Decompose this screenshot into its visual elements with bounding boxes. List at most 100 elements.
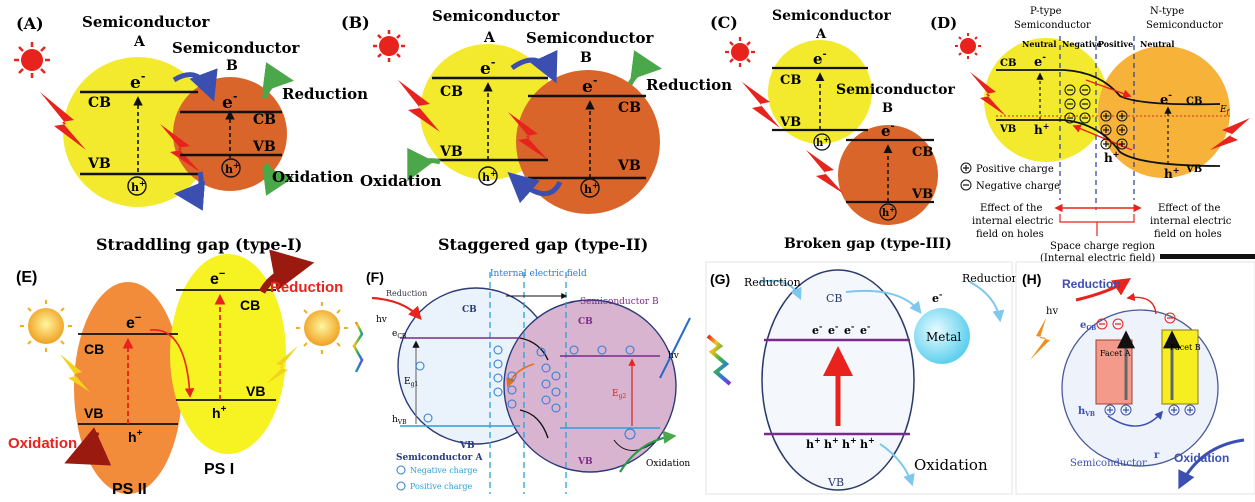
negative-charge-legend: Negative charge <box>976 181 1060 192</box>
eg2-label: Eg2 <box>612 389 626 400</box>
electron-b: e- <box>222 90 237 113</box>
vb-label-a: VB <box>779 115 801 130</box>
hv-label: hv <box>1046 306 1058 317</box>
hole-p: h+ <box>1034 121 1049 137</box>
reduction-label-right: Reduction <box>962 272 1019 285</box>
electron-b: e- <box>881 121 895 140</box>
vb-label-p: VB <box>999 124 1016 135</box>
sun-icon <box>725 37 755 67</box>
panel-b: (B) Semiconductor A Semiconductor B CB V… <box>341 7 732 254</box>
semiconductor-a-label: Semiconductor A <box>396 453 484 463</box>
facet-a-label: Facet A <box>1100 349 1131 358</box>
cb-label-b: CB <box>253 112 276 128</box>
semiconductor-a-circle <box>63 57 213 207</box>
cb-label-a: CB <box>462 305 477 315</box>
semiconductor-b-title: Semiconductor <box>526 29 654 47</box>
semiconductor-b-label: Semiconductor B <box>580 297 659 307</box>
cb-label-ps2: CB <box>84 341 104 357</box>
electron-ps1: e− <box>210 268 225 288</box>
reduction-label: Reduction <box>1062 277 1121 291</box>
hole-a: h+ <box>131 178 146 194</box>
electron-n: e- <box>1160 91 1172 108</box>
cb-label-ps1: CB <box>240 297 260 313</box>
reduction-label: Reduction <box>386 289 427 298</box>
electron-a: e- <box>130 70 145 93</box>
svg-text:e-: e- <box>828 321 838 337</box>
oxidation-label: Oxidation <box>1174 451 1229 465</box>
neutral-right: Neutral <box>1140 39 1174 49</box>
lightning-icon <box>508 112 548 160</box>
panel-g: (G) Reduction Reduction CB VB Metal Oxid… <box>705 261 1019 495</box>
lightning-icon <box>398 80 440 132</box>
semiconductor-b-circle <box>503 299 677 473</box>
electron-a: e- <box>813 49 827 68</box>
positive-charge-legend: Positive charge <box>410 482 472 491</box>
panel-label: (C) <box>710 13 738 32</box>
effect-left-3: field on holes <box>976 229 1044 240</box>
cb-label-b: CB <box>578 317 593 327</box>
effect-right-1: Effect of the <box>1158 203 1220 214</box>
facet-b-label: Facet B <box>1170 343 1201 352</box>
reduction-label: Reduction <box>646 76 732 94</box>
hv-label-left: hv <box>376 315 388 325</box>
vb-label-b: VB <box>252 139 276 155</box>
svg-text:h+: h+ <box>842 435 857 451</box>
hole-b: h+ <box>882 205 895 219</box>
electron-b: e- <box>582 74 597 97</box>
eg1-label: Eg1 <box>404 377 418 388</box>
lightning-icon <box>742 82 780 128</box>
facet-b <box>1161 329 1199 405</box>
fermi-level-label: Ef <box>1219 105 1231 116</box>
hole-b: h+ <box>225 160 240 176</box>
hvb-label: hVB <box>1078 406 1095 418</box>
semiconductor-a-letter: A <box>483 30 496 46</box>
vb-label-a: VB <box>459 441 475 451</box>
lightning-icon <box>806 150 844 194</box>
cb-label-p: CB <box>1000 58 1016 69</box>
effect-left-1: Effect of the <box>980 203 1042 214</box>
vb-label-a: VB <box>87 156 111 172</box>
panel-h: (H) Reduction hv eCB hVB Facet A Facet B… <box>1015 261 1255 495</box>
lightning-icon <box>266 346 298 384</box>
svg-text:h+: h+ <box>824 435 839 451</box>
panel-f: (F) Internal electric field Reduction hv… <box>352 269 691 494</box>
internal-field-label: (Internal electric field) <box>1040 253 1155 264</box>
oxidation-label: Oxidation <box>360 172 442 190</box>
internal-field-label: Internal electric field <box>490 269 587 279</box>
reduction-label-left: Reduction <box>744 276 801 289</box>
ps1-label: PS I <box>204 461 234 478</box>
n-type-label: N-type <box>1150 6 1184 17</box>
vb-label-n: VB <box>1185 164 1202 175</box>
semiconductor-a-title: Semiconductor <box>772 8 891 24</box>
vb-label-b: VB <box>911 187 933 202</box>
panel-label: (A) <box>16 14 44 33</box>
semiconductor-a-title: Semiconductor <box>82 13 210 31</box>
vb-label-a: VB <box>439 144 463 160</box>
hole-b: h+ <box>584 180 599 196</box>
hole-ps1: h+ <box>212 404 227 421</box>
hole-n: h+ <box>1164 165 1179 181</box>
semiconductor-b-circle <box>838 125 938 225</box>
positive-charges <box>1100 110 1128 150</box>
cb-label-b: CB <box>912 145 933 160</box>
caption-type-3: Broken gap (type-III) <box>784 236 952 252</box>
panel-d: (D) P-type Semiconductor N-type Semicond… <box>930 6 1255 264</box>
reduction-label: Reduction <box>270 279 343 296</box>
semiconductor-a-letter: A <box>815 27 827 42</box>
ecb-label: eCB <box>392 329 407 340</box>
semiconductor-b-title: Semiconductor <box>172 39 300 57</box>
svg-text:h+: h+ <box>806 435 821 451</box>
sun-icon <box>296 302 348 354</box>
negative-charge-legend: Negative charge <box>410 466 478 475</box>
semiconductor-a-letter: A <box>133 34 146 50</box>
sun-icon <box>14 42 50 78</box>
vb-label: VB <box>827 476 844 489</box>
semiconductor-b-letter: B <box>580 50 592 66</box>
r-label: r <box>1154 450 1160 461</box>
caption-type-2: Staggered gap (type-II) <box>438 235 648 254</box>
sun-icon <box>20 300 72 352</box>
oxidation-label: Oxidation <box>272 168 354 186</box>
positive-region: Positive <box>1098 39 1133 49</box>
panel-label: (D) <box>930 14 957 32</box>
vb-label-b: VB <box>577 457 593 467</box>
